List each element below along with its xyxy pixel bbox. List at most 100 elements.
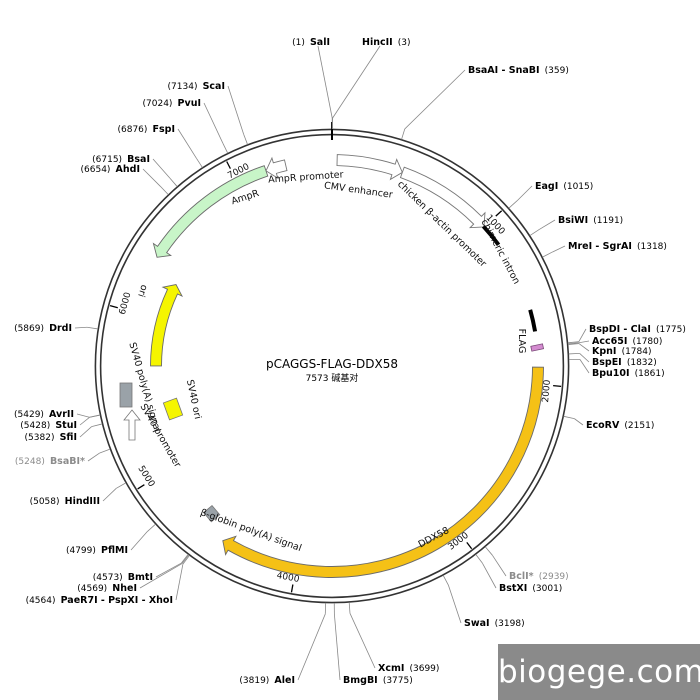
site-label: (5429) AvrII [14, 402, 74, 421]
site-name: AhdI [116, 164, 140, 175]
site-leader [152, 158, 171, 179]
site-hindiii[interactable]: (5058) HindIII [30, 482, 127, 508]
site-label: BspEI (1832) [592, 350, 657, 369]
site-ahdi[interactable]: (6654) AhdI [81, 157, 169, 195]
site-leader [79, 417, 90, 426]
site-leader [222, 143, 229, 154]
tick-mark-5000 [137, 484, 145, 490]
site-position: (4573) [93, 573, 123, 583]
site-leader [227, 85, 245, 135]
feature-label-ampr-promoter: AmpR promoter [268, 169, 344, 185]
site-eagi[interactable]: EagI (1015) [508, 174, 593, 209]
site-name: SfiI [60, 432, 77, 443]
ddx58-feature [222, 366, 544, 578]
site-bstxi[interactable]: BstXI (3001) [475, 554, 563, 595]
site-label: (6876) FspI [117, 117, 175, 136]
site-bcli[interactable]: BclI* (2939) [484, 546, 569, 583]
site-label: BsiWI (1191) [558, 208, 623, 227]
site-label: Acc65I (1780) [592, 329, 662, 348]
site-leader [169, 177, 178, 187]
site-label: (5058) HindIII [30, 489, 100, 508]
ori-feature [150, 283, 184, 367]
site-acc65i[interactable]: Acc65I (1780) [567, 329, 662, 348]
site-leader [139, 563, 183, 589]
site-bsai[interactable]: (6715) BsaI [92, 147, 178, 187]
site-bsiwi[interactable]: BsiWI (1191) [529, 208, 623, 236]
site-label: XcmI (3699) [378, 656, 439, 675]
site-leader [86, 326, 98, 330]
site-position: (7134) [168, 82, 198, 92]
site-name: KpnI [592, 346, 616, 357]
site-avrii[interactable]: (5429) AvrII [14, 402, 101, 421]
site-label: (7134) ScaI [168, 74, 225, 93]
site-label: (5428) StuI [20, 413, 77, 432]
site-leader [508, 200, 518, 209]
feature-label-flag: FLAG [516, 329, 527, 354]
site-drdi[interactable]: (5869) DrdI [14, 316, 98, 335]
restriction-sites: (1) SalI HincII (3) BsaAI - SnaBI (359) Eag… [14, 30, 686, 687]
site-label: (4569) NheI [77, 576, 137, 595]
site-bmgbi[interactable]: BmgBI (3775) [333, 602, 413, 687]
site-name: ScaI [203, 81, 225, 92]
tick-label-6000: 6000 [118, 291, 134, 316]
site-name: AleI [274, 675, 295, 686]
site-scai[interactable]: (7134) ScaI [168, 74, 248, 145]
site-ecorv[interactable]: EcoRV (2151) [563, 413, 655, 432]
site-label: (4564) PaeR7I - PspXI - XhoI [26, 588, 173, 607]
site-sali[interactable]: (1) SalI [292, 30, 333, 130]
site-sfii[interactable]: (5382) SfiI [25, 423, 103, 444]
site-bspei[interactable]: BspEI (1832) [568, 350, 657, 369]
site-label: (6715) BsaI [92, 147, 150, 166]
site-label: HincII (3) [362, 30, 411, 49]
site-leader [89, 414, 101, 418]
plasmid-title: pCAGGS-FLAG-DDX58 [266, 357, 398, 371]
site-bpu10i[interactable]: Bpu10I (1861) [568, 358, 665, 380]
site-name: BmtI [128, 572, 153, 583]
site-swai[interactable]: SwaI (3198) [442, 575, 525, 630]
site-bsaai-snabi[interactable]: BsaAI - SnaBI (359) [401, 58, 569, 140]
site-leader [74, 326, 88, 329]
site-position: (359) [545, 66, 569, 76]
site-mrei-sgrai[interactable]: MreI - SgrAI (1318) [542, 234, 667, 258]
site-kpni[interactable]: KpnI (1784) [567, 339, 652, 358]
site-position: (5869) [14, 324, 44, 334]
site-fspi[interactable]: (6876) FspI [117, 117, 203, 168]
site-position: (7024) [143, 99, 173, 109]
site-bsabi[interactable]: (5248) BsaBI* [15, 448, 111, 468]
tick-mark-4000 [290, 584, 294, 593]
site-bmti[interactable]: (4573) BmtI [93, 554, 189, 584]
site-position: (1784) [622, 347, 652, 357]
site-pflmi[interactable]: (4799) PflMI [66, 523, 156, 557]
site-name: BspDI - ClaI [589, 324, 651, 335]
site-leader [333, 613, 341, 681]
site-label: KpnI (1784) [592, 339, 652, 358]
site-leader [348, 602, 351, 614]
site-name: DrdI [49, 323, 72, 334]
site-leader [567, 341, 579, 344]
site-paer7i-pspxi-xhoi[interactable]: (4564) PaeR7I - PspXI - XhoI [26, 555, 190, 607]
site-bspdi-clai[interactable]: BspDI - ClaI (1775) [567, 317, 686, 344]
site-position: (1775) [656, 325, 686, 335]
site-nhei[interactable]: (4569) NheI [77, 554, 190, 595]
site-name: PaeR7I - PspXI - XhoI [61, 595, 173, 606]
site-position: (3001) [532, 584, 562, 594]
site-xcmi[interactable]: XcmI (3699) [348, 602, 439, 675]
site-label: BspDI - ClaI (1775) [589, 317, 686, 336]
site-name: MreI - SgrAI [568, 241, 632, 252]
site-position: (4799) [66, 546, 96, 556]
site-leader [574, 418, 584, 426]
site-leader [177, 128, 197, 159]
site-leader [182, 555, 190, 565]
site-leader [567, 342, 579, 345]
site-name: SwaI [464, 618, 490, 629]
site-name: EagI [535, 181, 558, 192]
site-label: (5248) BsaBI* [15, 449, 85, 468]
site-label: (5382) SfiI [25, 425, 77, 444]
site-hincii[interactable]: HincII (3) [332, 30, 411, 130]
site-position: (4569) [77, 584, 107, 594]
site-position: (6715) [92, 155, 122, 165]
site-leader [579, 353, 590, 363]
site-alei[interactable]: (3819) AleI [239, 602, 327, 687]
site-pvui[interactable]: (7024) PvuI [143, 91, 229, 154]
